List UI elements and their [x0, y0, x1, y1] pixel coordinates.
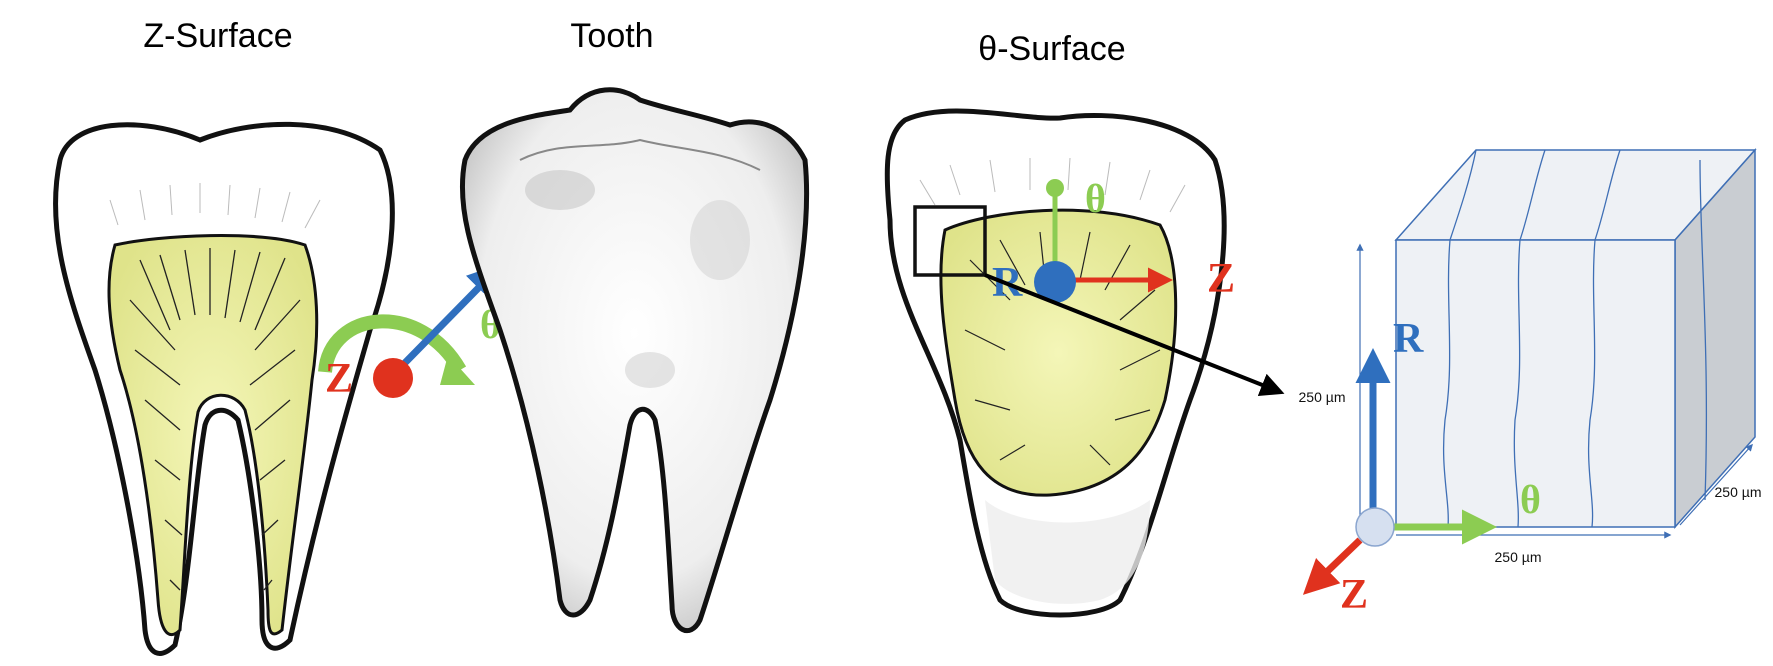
tooth-shade-2 — [690, 200, 750, 280]
zoom-pointer-arrow — [984, 273, 1285, 397]
height-dimension-label: 250 µm — [1299, 389, 1346, 405]
theta-rotation-head — [440, 355, 475, 385]
theta-label-cube: θ — [1520, 477, 1541, 522]
theta-enamel-rays — [919, 157, 1186, 213]
tooth-cusp-line — [519, 138, 761, 171]
theta-surface-axes: θ Z R — [992, 176, 1235, 306]
cube-origin — [1355, 507, 1395, 547]
depth-dimension-label: 250 µm — [1715, 484, 1762, 500]
r-axis-dot — [1034, 261, 1076, 303]
sample-region-box — [913, 205, 987, 277]
cube-tubule-lines — [1442, 149, 1708, 528]
z-tubules — [129, 248, 301, 591]
theta-axis-tip — [1046, 179, 1064, 197]
theta-root-shade — [985, 500, 1150, 604]
z-axis-dot — [373, 358, 413, 398]
tooth-title: Tooth — [570, 17, 653, 55]
r-axis-arrow — [390, 263, 503, 378]
theta-surface-title: θ-Surface — [978, 30, 1125, 68]
sample-cube: 250 µm 250 µm 250 µm — [1299, 148, 1762, 565]
cube-front — [1395, 239, 1676, 528]
whole-tooth — [459, 87, 810, 634]
tooth-shade-3 — [625, 352, 675, 388]
z-label-z-surface: Z — [325, 356, 353, 402]
z-label-theta-surface: Z — [1207, 256, 1235, 302]
theta-pulp — [939, 208, 1178, 497]
z-enamel-rays — [109, 183, 321, 229]
theta-label-theta-surface: θ — [1085, 176, 1106, 221]
width-dimension-label: 250 µm — [1495, 549, 1542, 565]
z-surface-tooth — [52, 121, 395, 656]
cube-z-axis — [1302, 537, 1363, 595]
cube-axes: R θ Z — [1302, 316, 1541, 618]
depth-dimension-line — [1679, 443, 1753, 526]
r-label-cube: R — [1393, 316, 1424, 362]
z-label-cube: Z — [1340, 572, 1368, 618]
z-surface-title: Z-Surface — [143, 17, 292, 55]
theta-rotation-arrow — [318, 314, 467, 374]
tooth-shade-1 — [525, 170, 595, 210]
